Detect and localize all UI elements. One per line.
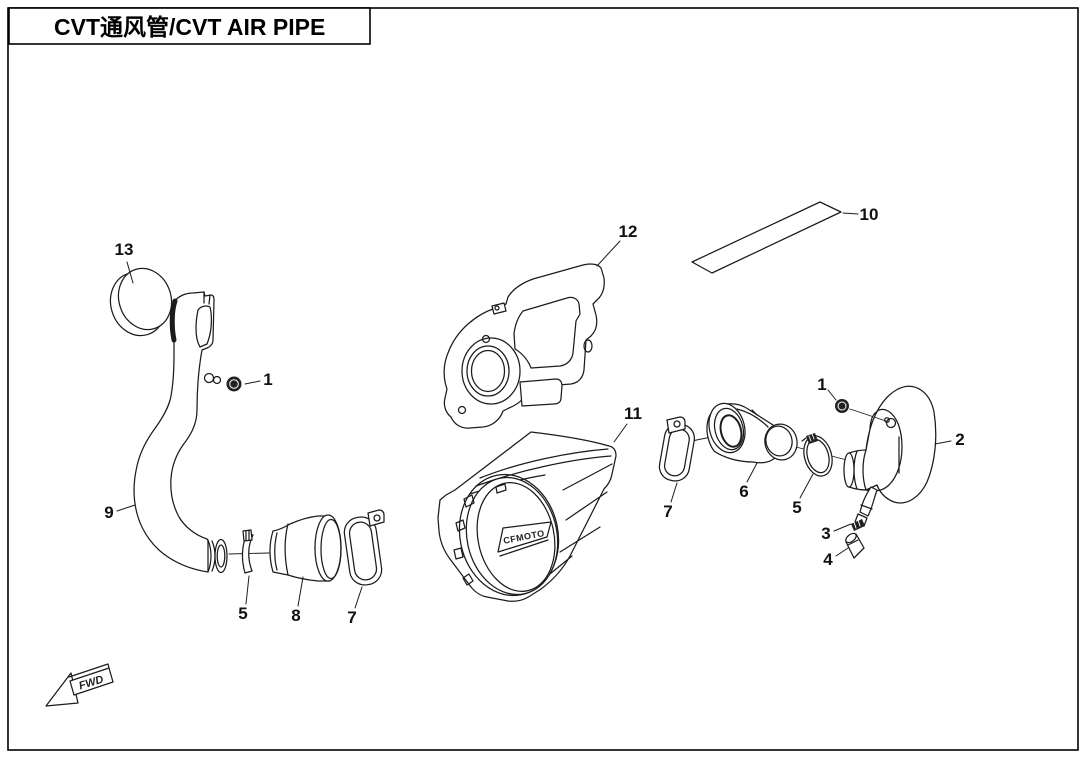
callout-1-left: 1 [244, 370, 273, 389]
callout-13: 13 [115, 240, 134, 284]
svg-text:5: 5 [792, 498, 801, 517]
page-border [7, 7, 1079, 751]
callout-12: 12 [596, 222, 638, 267]
callout-1-right: 1 [817, 375, 837, 401]
callout-4: 4 [823, 547, 849, 569]
part-7-seal-right [658, 416, 696, 482]
callout-5-left: 5 [238, 575, 250, 623]
svg-text:2: 2 [955, 430, 964, 449]
part-11-cvt-cover: CFMOTO [437, 431, 617, 602]
svg-text:13: 13 [115, 240, 134, 259]
part-8-boot [269, 514, 342, 582]
callout-11: 11 [613, 404, 642, 443]
part-12-inner-cover [443, 263, 605, 429]
part-1-nut-right [835, 399, 849, 413]
callout-8: 8 [291, 576, 304, 625]
part-4-hose [845, 532, 865, 559]
part-9-air-pipe [133, 291, 228, 574]
svg-text:6: 6 [739, 482, 748, 501]
svg-text:10: 10 [860, 205, 879, 224]
svg-text:9: 9 [104, 503, 113, 522]
callout-7-left: 7 [347, 586, 363, 627]
part-6-elbow-adapter [706, 402, 798, 464]
part-13-cap-disc [109, 267, 173, 337]
svg-text:11: 11 [624, 404, 642, 423]
part-10-strip [691, 201, 842, 274]
svg-text:8: 8 [291, 606, 300, 625]
svg-text:12: 12 [619, 222, 638, 241]
part-7-seal-left [343, 509, 385, 586]
title-block: CVT通风管/CVT AIR PIPE [8, 7, 371, 45]
callout-5-right: 5 [792, 473, 814, 517]
svg-text:3: 3 [821, 524, 830, 543]
callout-7-right: 7 [663, 482, 678, 521]
callout-9: 9 [104, 503, 136, 522]
callout-6: 6 [739, 462, 758, 501]
page-title: CVT通风管/CVT AIR PIPE [54, 14, 325, 40]
callout-2: 2 [934, 430, 965, 449]
svg-text:7: 7 [347, 608, 356, 627]
callout-3: 3 [821, 523, 852, 543]
svg-text:4: 4 [823, 550, 833, 569]
part-1-nut-left [203, 372, 242, 392]
title-box [8, 7, 371, 45]
callouts: 13 1 9 5 8 7 1 [104, 205, 964, 627]
part-5-clamp-left [241, 529, 254, 574]
svg-text:7: 7 [663, 502, 672, 521]
part-3-clip [851, 519, 865, 531]
svg-text:1: 1 [263, 370, 272, 389]
svg-text:5: 5 [238, 604, 247, 623]
callout-10: 10 [842, 205, 879, 224]
artwork: CFMOTO [45, 201, 965, 707]
fwd-arrow: FWD [45, 663, 114, 707]
part-2-curved-pipe [843, 385, 937, 527]
part-5-clamp-right [801, 433, 833, 477]
svg-text:1: 1 [817, 375, 826, 394]
